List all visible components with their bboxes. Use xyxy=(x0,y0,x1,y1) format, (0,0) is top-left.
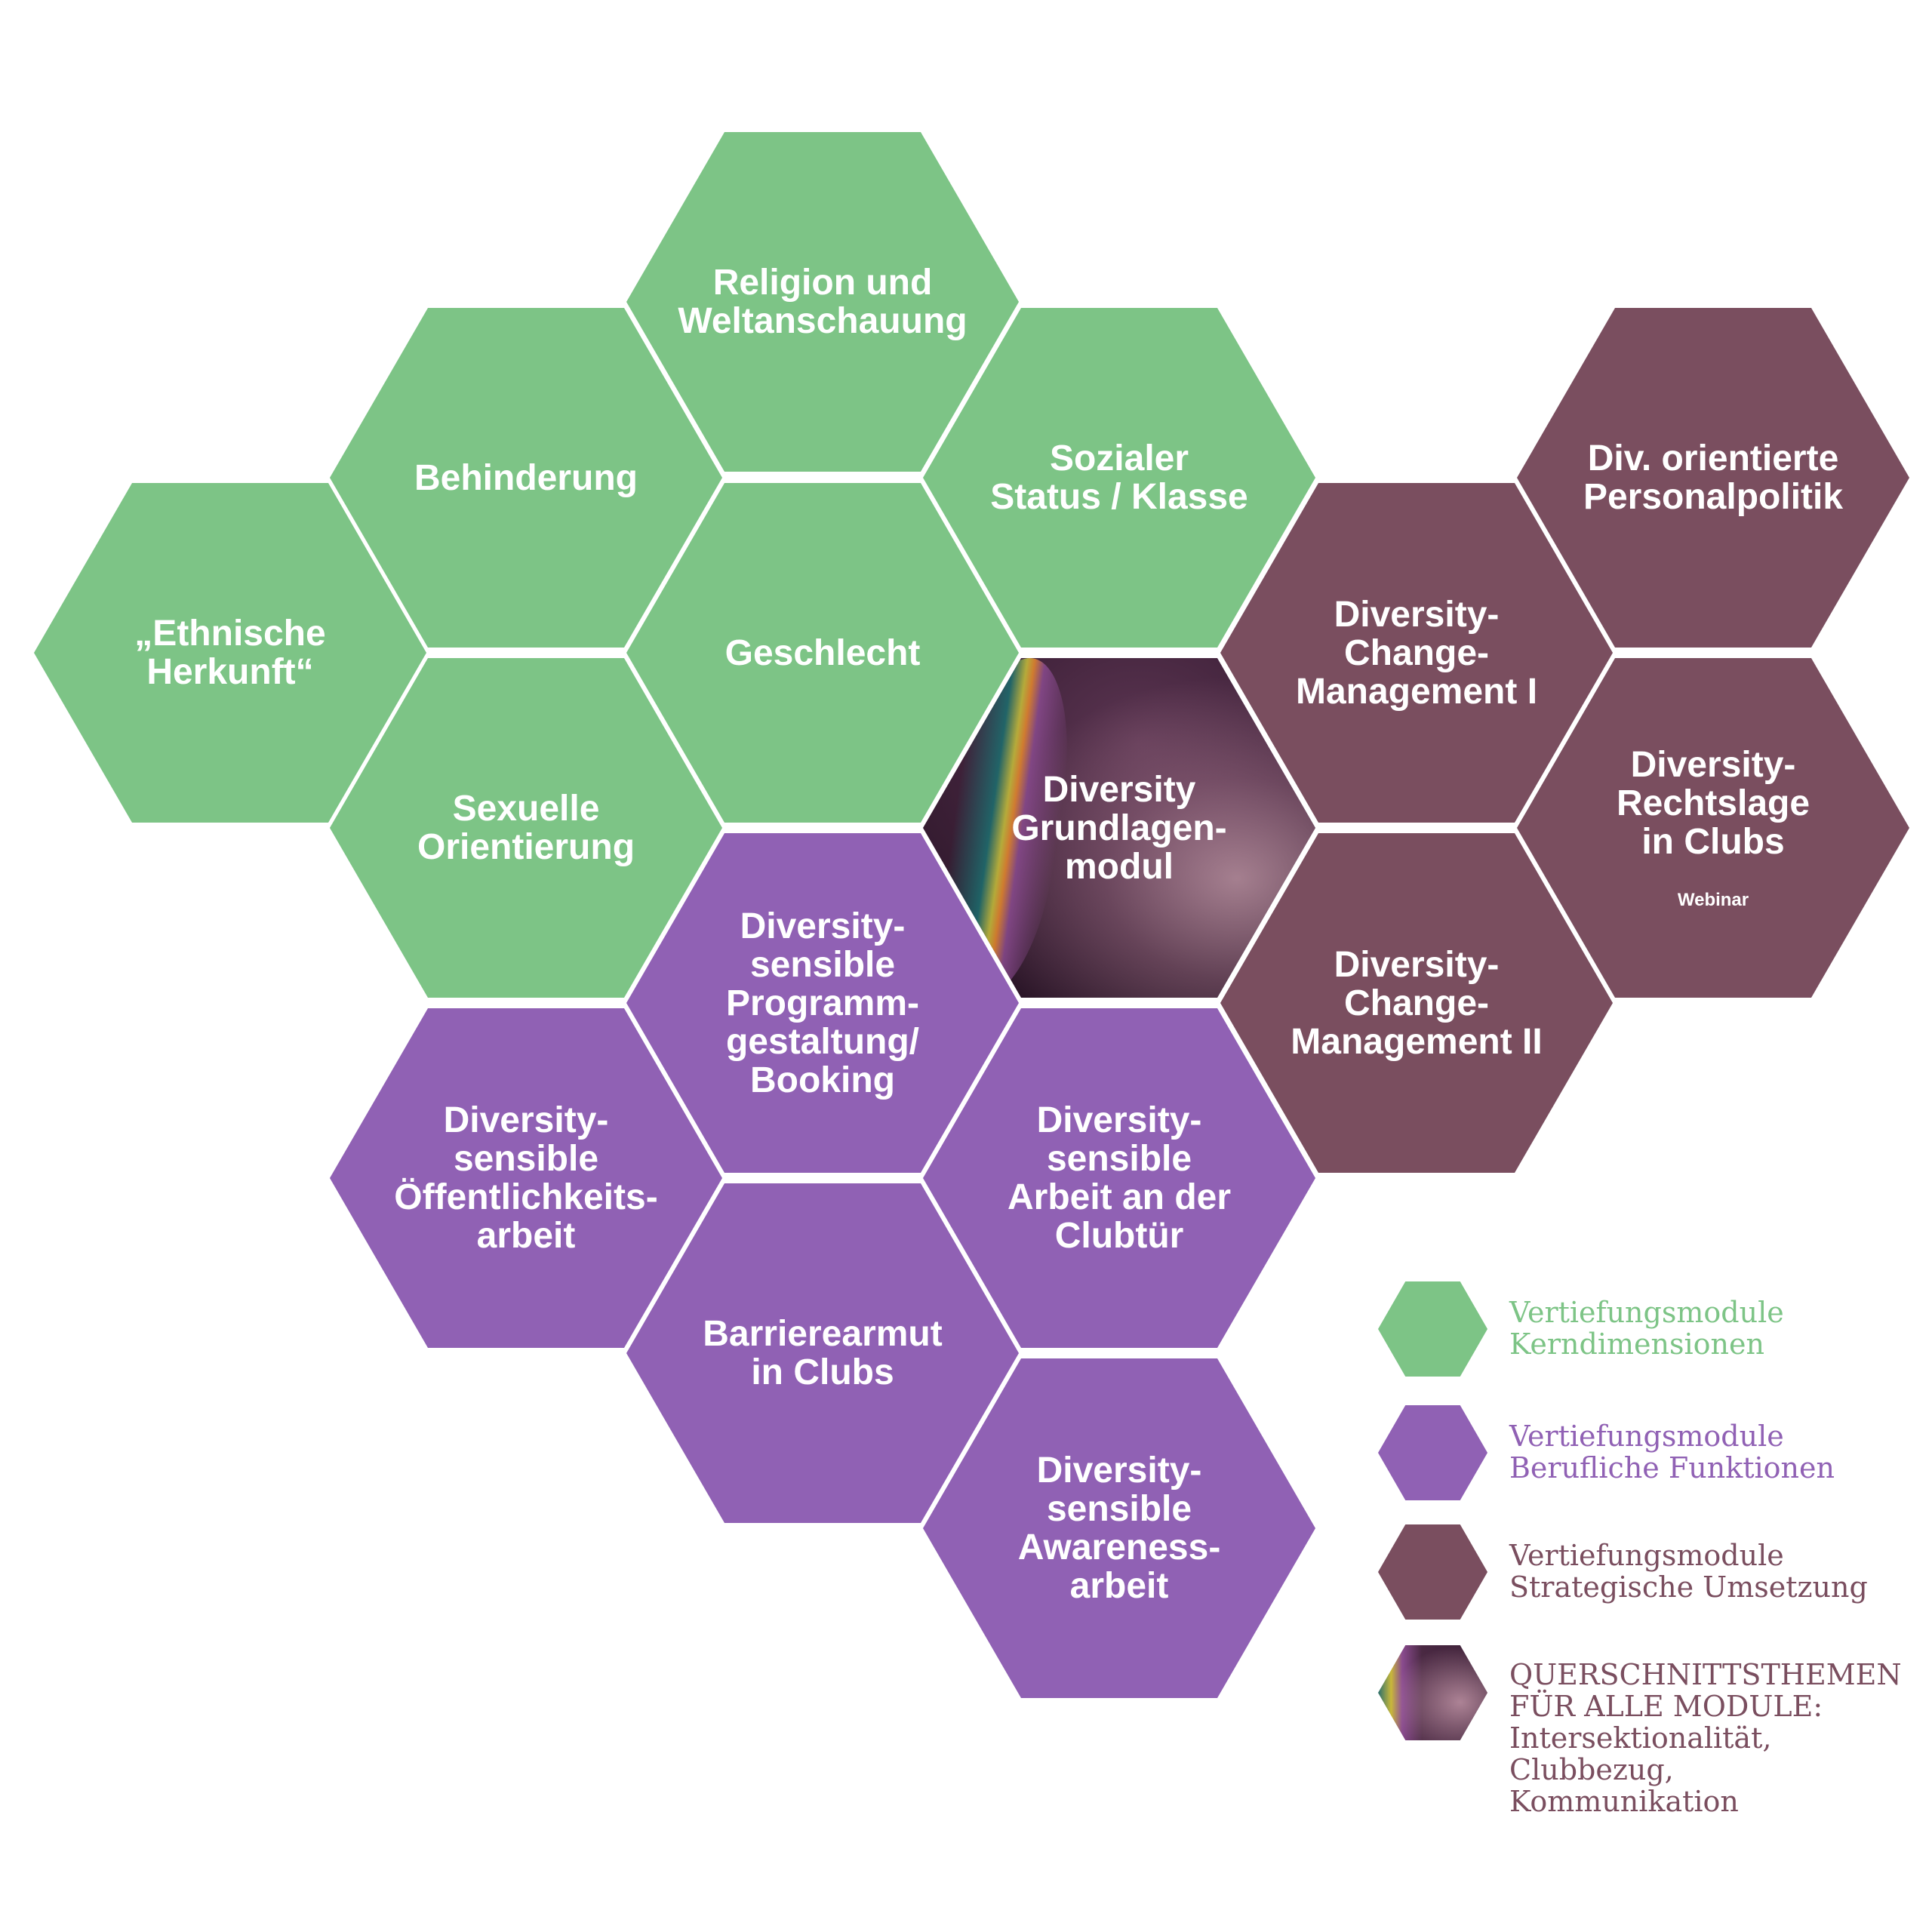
hex-label: Diversity- sensible Arbeit an der Clubtü… xyxy=(1007,1100,1232,1256)
hex-label: Diversity- Rechtslage in Clubs xyxy=(1616,744,1810,862)
legend-swatch-berufliche-funktionen xyxy=(1378,1405,1487,1500)
hex-label: Diversity- Change- Management II xyxy=(1291,944,1543,1062)
hex-behinderung: Behinderung xyxy=(330,308,722,648)
hex-label: „Ethnische Herkunft“ xyxy=(134,614,326,692)
legend-label-strategische-umsetzung: Vertiefungsmodule Strategische Umsetzung xyxy=(1509,1539,1868,1604)
hex-personalpolitik: Div. orientierte Personalpolitik xyxy=(1517,308,1909,648)
hex-label: Sozialer Status / Klasse xyxy=(990,438,1248,517)
legend-label-kerndimensionen: Vertiefungsmodule Kerndimensionen xyxy=(1509,1296,1784,1361)
hex-sublabel-webinar: Webinar xyxy=(1677,889,1749,910)
legend-swatch-querschnitt xyxy=(1378,1645,1487,1740)
hex-label: Diversity- sensible Awareness- arbeit xyxy=(1017,1451,1221,1606)
hex-label: Diversity Grundlagen- modul xyxy=(1011,769,1227,887)
legend-label-berufliche-funktionen: Vertiefungsmodule Berufliche Funktionen xyxy=(1509,1420,1835,1484)
hex-label: Behinderung xyxy=(414,457,638,498)
legend-label-querschnitt: QUERSCHNITTSTHEMEN FÜR ALLE MODULE: Inte… xyxy=(1509,1658,1902,1818)
hex-label: Diversity- sensible Öffentlichkeits- arb… xyxy=(394,1100,658,1256)
hex-grundlagenmodul: Diversity Grundlagen- modul xyxy=(923,658,1315,998)
hex-oeffentlichkeitsarbeit: Diversity- sensible Öffentlichkeits- arb… xyxy=(330,1008,722,1348)
hex-label: Sexuelle Orientierung xyxy=(417,789,635,867)
hex-label: Diversity- Change- Management I xyxy=(1295,594,1538,712)
hex-label: Div. orientierte Personalpolitik xyxy=(1583,438,1844,517)
hex-rechtslage: Diversity- Rechtslage in Clubs Webinar xyxy=(1517,658,1909,998)
legend-swatch-strategische-umsetzung xyxy=(1378,1524,1487,1620)
hex-label: Barrierearmut in Clubs xyxy=(703,1314,943,1392)
hex-label: Geschlecht xyxy=(724,632,921,673)
hex-label: Religion und Weltanschauung xyxy=(678,263,968,341)
legend-swatch-kerndimensionen xyxy=(1378,1281,1487,1377)
hex-label: Diversity- sensible Programm- gestaltung… xyxy=(725,906,920,1100)
hex-sexuelle-orientierung: Sexuelle Orientierung xyxy=(330,658,722,998)
